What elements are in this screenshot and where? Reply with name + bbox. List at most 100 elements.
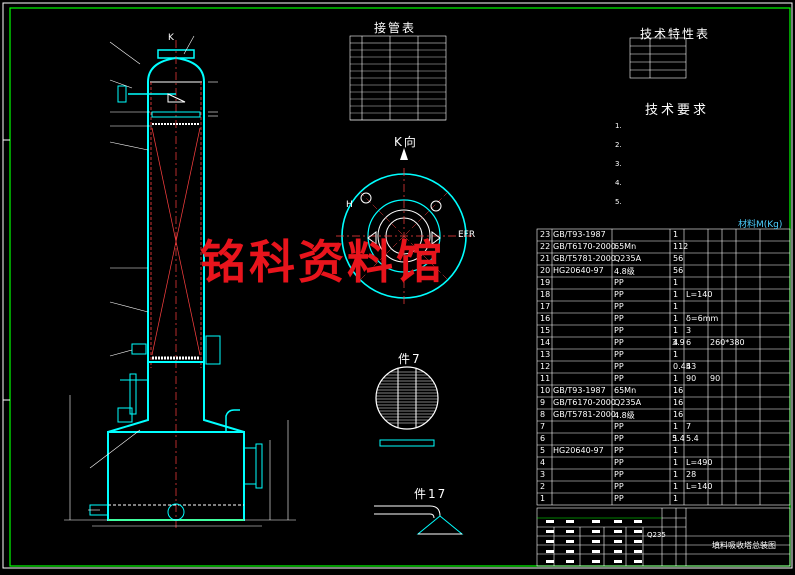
part-cell: PP <box>614 314 624 323</box>
part-no: 9 <box>540 398 546 407</box>
part-cell: Q235A <box>614 398 642 407</box>
tech-data-table-grid <box>629 37 687 79</box>
section-7-plate <box>375 366 439 447</box>
section-7-label: 件7 <box>398 352 422 366</box>
part-cell: PP <box>614 338 624 347</box>
part-cell: 1 <box>673 470 679 479</box>
part-cell: PP <box>614 374 624 383</box>
requirement-item: 3. <box>615 160 622 168</box>
part-cell: 3.9 <box>672 338 685 347</box>
part-cell: 28 <box>686 470 697 479</box>
k-view-side-h: H <box>346 200 353 210</box>
part-cell: 0.45 <box>673 362 691 371</box>
part-cell: 112 <box>673 242 689 251</box>
part-cell: 16 <box>673 410 684 419</box>
absorption-column <box>64 35 296 530</box>
part-cell: 1 <box>673 302 679 311</box>
tech-data-title: 技术特性表 <box>640 27 711 41</box>
part-cell: L=490 <box>686 458 713 467</box>
k-arrow-label: K <box>168 33 174 43</box>
part-cell: 4 <box>673 338 679 347</box>
k-view-side-efr: EFR <box>458 230 476 240</box>
section-17-label: 件17 <box>414 487 448 501</box>
requirements-title: 技术要求 <box>645 103 710 118</box>
part-cell: PP <box>614 494 624 503</box>
part-no: 1 <box>540 494 546 503</box>
material-unit-header: 材料M(Kg) <box>738 220 783 230</box>
section-17-funnel <box>374 505 464 535</box>
part-cell: 1 <box>673 290 679 299</box>
part-cell: 260*380 <box>710 338 745 347</box>
part-no: 14 <box>540 338 551 347</box>
part-cell: 65Mn <box>614 386 637 395</box>
k-view-plan <box>336 148 472 304</box>
part-no: 11 <box>540 374 551 383</box>
part-cell: 1 <box>673 422 679 431</box>
part-cell: 4.8级 <box>614 411 635 420</box>
part-no: 21 <box>540 254 551 263</box>
part-cell: PP <box>614 422 624 431</box>
part-no: 12 <box>540 362 551 371</box>
part-no: 22 <box>540 242 551 251</box>
part-cell: 1 <box>673 230 679 239</box>
part-code: GB/T5781-2000 <box>553 410 616 419</box>
part-no: 5 <box>540 446 546 455</box>
watermark: 铭科资料馆 <box>200 235 445 289</box>
part-cell: 65Mn <box>614 242 637 251</box>
part-cell: PP <box>614 302 624 311</box>
part-no: 6 <box>540 434 546 443</box>
part-cell: 1 <box>673 278 679 287</box>
part-cell: 1 <box>673 446 679 455</box>
part-cell: 56 <box>673 266 684 275</box>
part-no: 15 <box>540 326 551 335</box>
part-cell: 3 <box>686 326 692 335</box>
part-cell: PP <box>614 446 624 455</box>
part-cell: 1 <box>673 350 679 359</box>
part-cell: 1 <box>673 326 679 335</box>
nozzle-table-title: 接管表 <box>374 21 417 35</box>
requirement-item: 5. <box>615 198 622 206</box>
part-no: 7 <box>540 422 546 431</box>
part-no: 19 <box>540 278 551 287</box>
requirement-item: 2. <box>615 141 622 149</box>
part-code: GB/T93-1987 <box>553 230 606 239</box>
part-no: 18 <box>540 290 551 299</box>
part-cell: L=140 <box>686 290 713 299</box>
part-code: HG20640-97 <box>553 446 604 455</box>
part-cell: PP <box>614 434 624 443</box>
part-no: 3 <box>540 470 546 479</box>
part-cell: 1 <box>673 458 679 467</box>
part-no: 20 <box>540 266 551 275</box>
part-cell: 4.8级 <box>614 267 635 276</box>
title-block-grid <box>536 507 791 567</box>
parts-table-grid <box>536 228 791 506</box>
part-no: 13 <box>540 350 551 359</box>
part-no: 16 <box>540 314 551 323</box>
k-view-label: K向 <box>394 135 418 149</box>
part-cell: 5.4 <box>672 434 685 443</box>
part-code: HG20640-97 <box>553 266 604 275</box>
part-no: 8 <box>540 410 546 419</box>
part-code: GB/T93-1987 <box>553 386 606 395</box>
part-code: GB/T5781-2000 <box>553 254 616 263</box>
part-cell: 7 <box>686 422 692 431</box>
part-cell: PP <box>614 362 624 371</box>
part-no: 10 <box>540 386 551 395</box>
part-cell: δ=6mm <box>686 314 719 323</box>
part-no: 17 <box>540 302 551 311</box>
part-cell: 56 <box>673 254 684 263</box>
part-cell: 5.4 <box>686 434 699 443</box>
drawing-title: 填料吸收塔总装图 <box>712 541 776 550</box>
part-cell: 16 <box>673 386 684 395</box>
requirement-item: 4. <box>615 179 622 187</box>
part-cell: 1 <box>673 494 679 503</box>
part-cell: Q235A <box>614 254 642 263</box>
part-cell: PP <box>614 278 624 287</box>
part-cell: 1 <box>673 374 679 383</box>
part-cell: PP <box>614 326 624 335</box>
part-cell: L=140 <box>686 482 713 491</box>
part-cell: 1 <box>673 314 679 323</box>
part-no: 23 <box>540 230 551 239</box>
part-cell: PP <box>614 482 624 491</box>
